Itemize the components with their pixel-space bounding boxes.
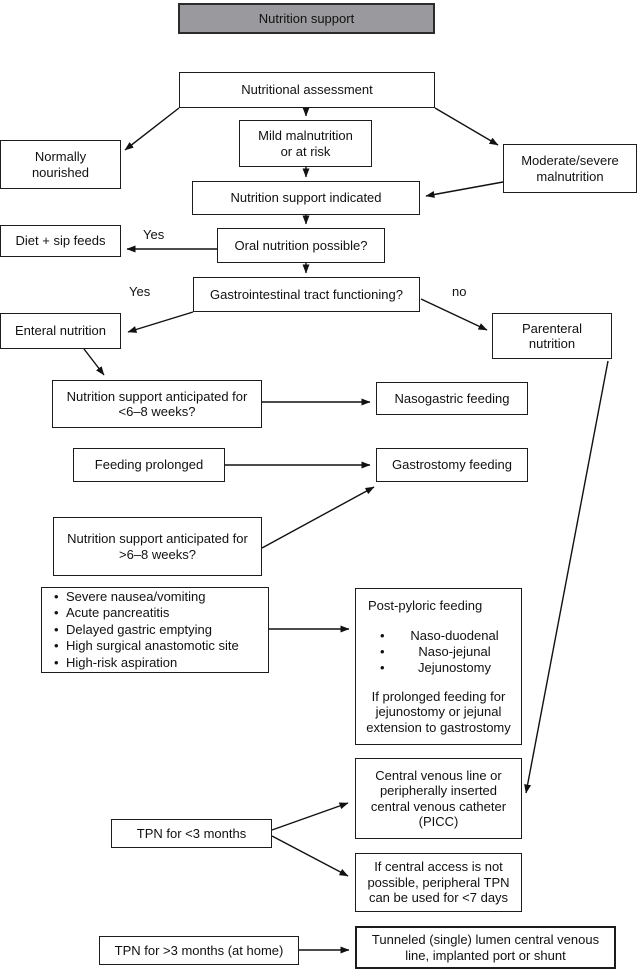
node-gastrostomy-feeding: Gastrostomy feeding — [376, 448, 528, 482]
node-peripheral-tpn: If central access is not possible, perip… — [355, 853, 522, 912]
node-enteral-nutrition: Enteral nutrition — [0, 313, 121, 349]
label-yes-gi: Yes — [129, 284, 151, 299]
node-normally-nourished: Normally nourished — [0, 140, 121, 189]
node-post-pyloric-feeding: Post-pyloric feeding Naso-duodenal Naso-… — [355, 588, 522, 745]
indications-list: Severe nausea/vomiting Acute pancreatiti… — [52, 589, 239, 672]
list-item: Naso-jejunal — [378, 644, 517, 660]
node-parenteral-nutrition: Parenteral nutrition — [492, 313, 612, 359]
label-no-gi: no — [452, 284, 467, 299]
list-item: Severe nausea/vomiting — [52, 589, 239, 606]
list-item: Jejunostomy — [378, 660, 517, 676]
node-tunneled-lumen-line: Tunneled (single) lumen central venous l… — [355, 926, 616, 969]
list-item: High-risk aspiration — [52, 655, 239, 672]
list-item: Naso-duodenal — [378, 628, 517, 644]
node-central-venous-picc: Central venous line or peripherally inse… — [355, 758, 522, 839]
list-item: Acute pancreatitis — [52, 605, 239, 622]
node-feeding-prolonged: Feeding prolonged — [73, 448, 225, 482]
post-pyloric-note: If prolonged feeding for jejunostomy or … — [366, 688, 511, 735]
node-mild-malnutrition: Mild malnutrition or at risk — [239, 120, 372, 167]
list-item: Delayed gastric emptying — [52, 622, 239, 639]
node-postpyloric-indications: Severe nausea/vomiting Acute pancreatiti… — [41, 587, 269, 673]
list-item: High surgical anastomotic site — [52, 638, 239, 655]
node-gi-tract-functioning: Gastrointestinal tract functioning? — [193, 277, 420, 312]
node-anticipated-under-6-8-weeks: Nutrition support anticipated for <6–8 w… — [52, 380, 262, 428]
node-tpn-over-3-months-home: TPN for >3 months (at home) — [99, 936, 299, 965]
node-nutrition-support: Nutrition support — [178, 3, 435, 34]
post-pyloric-heading: Post-pyloric feeding — [368, 598, 483, 613]
node-nutritional-assessment: Nutritional assessment — [179, 72, 435, 108]
node-moderate-severe-malnutrition: Moderate/severe malnutrition — [503, 144, 637, 193]
node-anticipated-over-6-8-weeks: Nutrition support anticipated for >6–8 w… — [53, 517, 262, 576]
post-pyloric-list: Naso-duodenal Naso-jejunal Jejunostomy — [378, 628, 517, 676]
label-yes-oral: Yes — [143, 227, 165, 242]
node-oral-nutrition-possible: Oral nutrition possible? — [217, 228, 385, 263]
node-tpn-under-3-months: TPN for <3 months — [111, 819, 272, 848]
node-nutrition-support-indicated: Nutrition support indicated — [192, 181, 420, 215]
node-diet-sip-feeds: Diet + sip feeds — [0, 225, 121, 257]
node-nasogastric-feeding: Nasogastric feeding — [376, 382, 528, 415]
